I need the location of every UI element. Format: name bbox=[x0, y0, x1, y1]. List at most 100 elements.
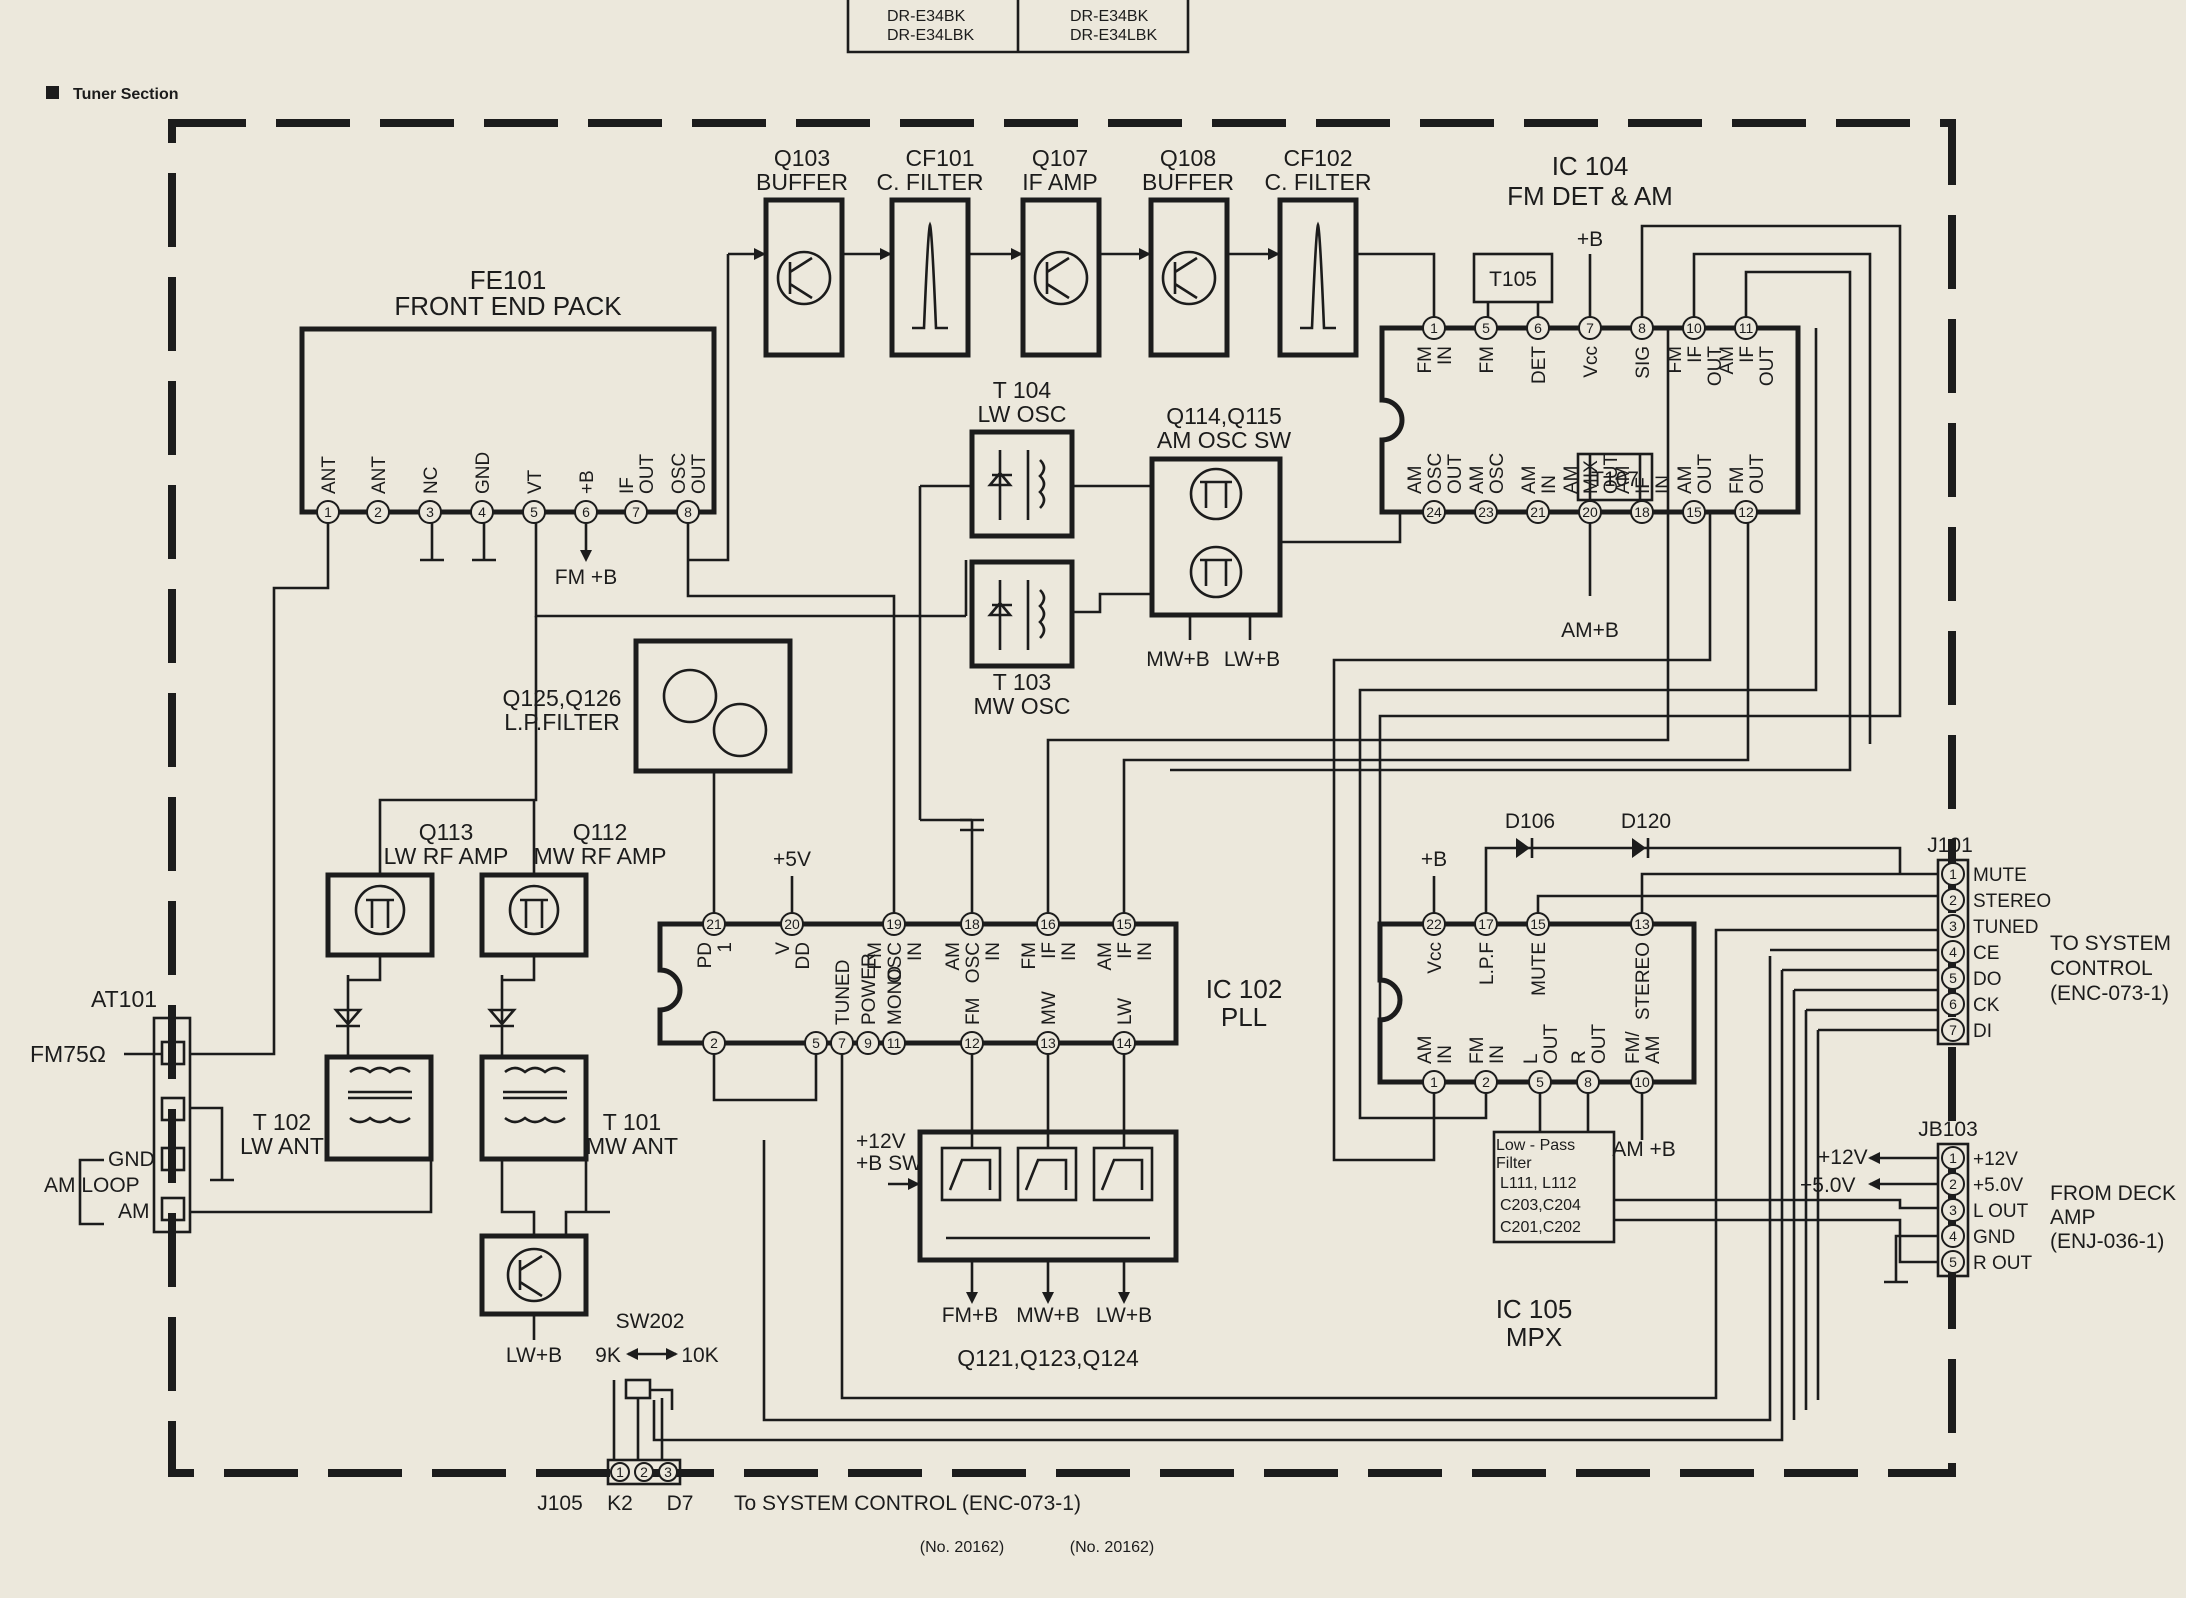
ic102-top-pin-label-16: IF bbox=[1039, 942, 1060, 959]
ic102-bot-pin-label-14: LW bbox=[1115, 998, 1136, 1025]
q103-buffer: Q103 BUFFER bbox=[756, 145, 848, 358]
fe101-pin-5 bbox=[522, 500, 546, 524]
svg-text:Q114,Q115: Q114,Q115 bbox=[1166, 403, 1282, 429]
jb103-pin-2 bbox=[1941, 1172, 1965, 1196]
svg-text:LW+B: LW+B bbox=[506, 1344, 562, 1367]
ic102-top-pin-20 bbox=[780, 912, 804, 936]
ic104-top-pin-label-10: FM bbox=[1665, 346, 1686, 373]
svg-text:+5.0V: +5.0V bbox=[1800, 1174, 1855, 1197]
ic102-bot-pin-5 bbox=[804, 1031, 828, 1055]
svg-text:FM75Ω: FM75Ω bbox=[30, 1041, 106, 1067]
ic104-top-pin-label-6: DET bbox=[1529, 346, 1550, 384]
ic102-top-pin-19 bbox=[882, 912, 906, 936]
svg-text:LW ANT: LW ANT bbox=[240, 1133, 324, 1159]
svg-text:LW RF AMP: LW RF AMP bbox=[384, 843, 509, 869]
ic104-top-pin-label-11: OUT bbox=[1757, 346, 1778, 387]
ic104-top-pin-label-1: IN bbox=[1435, 346, 1456, 365]
ic104-bot-pin-label-23: OSC bbox=[1487, 453, 1508, 494]
svg-text:1: 1 bbox=[616, 1464, 624, 1480]
t104-lw-osc: T 104 LW OSC bbox=[969, 377, 1075, 539]
jb103-pin-num-4: 4 bbox=[1949, 1228, 1957, 1244]
ic104-top-pin-label-11: AM bbox=[1717, 346, 1738, 375]
j101-pin-num-5: 5 bbox=[1949, 970, 1957, 986]
svg-text:9K: 9K bbox=[595, 1344, 621, 1367]
fe101-pin-3 bbox=[418, 500, 442, 524]
ic102-bot-pin-label-11: MONO bbox=[885, 966, 906, 1025]
ic104-bot-pin-label-18: IF bbox=[1633, 477, 1654, 494]
fe101-pin-label-5: VT bbox=[525, 469, 546, 494]
svg-text:LW OSC: LW OSC bbox=[977, 401, 1066, 427]
ic104-bot-pin-20 bbox=[1578, 500, 1602, 524]
ic104-top-pin-num-8: 8 bbox=[1638, 320, 1646, 336]
fe101-pin-label-1: ANT bbox=[319, 456, 340, 494]
fe101-pin-2 bbox=[366, 500, 390, 524]
ic102-top-pin-num-19: 19 bbox=[886, 916, 902, 932]
fe101-pin-4 bbox=[470, 500, 494, 524]
ic105-top-pin-15 bbox=[1526, 912, 1550, 936]
svg-text:L111, L112: L111, L112 bbox=[1500, 1175, 1577, 1192]
ic105-top-pin-num-22: 22 bbox=[1426, 916, 1442, 932]
ic104-top-pin-8 bbox=[1630, 316, 1654, 340]
t107-box bbox=[1576, 452, 1654, 502]
fe101-pin-num-8: 8 bbox=[684, 504, 692, 520]
svg-text:C. FILTER: C. FILTER bbox=[877, 169, 984, 195]
q112-mw-rf-amp: Q112 MW RF AMP bbox=[479, 819, 666, 958]
fe101-pin-label-6: +B bbox=[577, 470, 598, 494]
j101-pin-4 bbox=[1941, 940, 1965, 964]
ic104-bot-pin-label-21: AM bbox=[1519, 466, 1540, 495]
svg-text:T105: T105 bbox=[1489, 268, 1537, 291]
ic104-top-pin-5 bbox=[1474, 316, 1498, 340]
fe101-pin-num-3: 3 bbox=[426, 504, 434, 520]
ic102-bot-pin-num-12: 12 bbox=[964, 1035, 980, 1051]
ic105-bot-pin-label-5: OUT bbox=[1541, 1024, 1562, 1065]
ic102-top-pin-18 bbox=[960, 912, 984, 936]
ic102-top-pin-15 bbox=[1112, 912, 1136, 936]
jb103-pin-label-2: +5.0V bbox=[1973, 1175, 2024, 1196]
ic104-top-pin-label-7: Vcc bbox=[1581, 346, 1602, 378]
svg-text:T 103: T 103 bbox=[993, 669, 1051, 695]
svg-text:10K: 10K bbox=[681, 1344, 718, 1367]
ic102-top-pin-label-15: IF bbox=[1115, 942, 1136, 959]
j101-connector: J101 TO SYSTEM CONTROL (ENC-073-1) bbox=[1927, 834, 2171, 1046]
ic102-top-pin-16 bbox=[1036, 912, 1060, 936]
svg-text:+B SW: +B SW bbox=[856, 1152, 922, 1175]
ic105-bot-pin-num-10: 10 bbox=[1634, 1074, 1650, 1090]
svg-text:Q121,Q123,Q124: Q121,Q123,Q124 bbox=[957, 1345, 1139, 1371]
fe101-pin-label-4: GND bbox=[473, 452, 494, 494]
ic104-bot-pin-label-20: MIX bbox=[1581, 460, 1602, 494]
ic102-top-pin-label-21: PD bbox=[695, 942, 716, 968]
ic105-bot-pin-num-2: 2 bbox=[1482, 1074, 1490, 1090]
j101-pin-7 bbox=[1941, 1018, 1965, 1042]
ic102-top-pin-21 bbox=[702, 912, 726, 936]
ic102-top-pin-num-18: 18 bbox=[964, 916, 980, 932]
ic102-top-pin-num-21: 21 bbox=[706, 916, 722, 932]
jb103-pin-1 bbox=[1941, 1146, 1965, 1170]
ic104-bot-pin-num-20: 20 bbox=[1582, 504, 1598, 520]
svg-text:SW202: SW202 bbox=[616, 1310, 685, 1333]
j101-pin-5 bbox=[1941, 966, 1965, 990]
q107-if-amp: Q107 IF AMP bbox=[1020, 145, 1102, 358]
j101-pin-1 bbox=[1941, 862, 1965, 886]
ic104-bot-pin-21 bbox=[1526, 500, 1550, 524]
j101-pin-num-6: 6 bbox=[1949, 996, 1957, 1012]
ic104-bot-pin-24 bbox=[1422, 500, 1446, 524]
ic105-bot-pin-label-5: L bbox=[1521, 1053, 1542, 1064]
ic104-bot-pin-label-20: OUT bbox=[1601, 454, 1622, 495]
ic104-top-pin-label-1: FM bbox=[1415, 346, 1436, 373]
ic102-top-pin-label-16: FM bbox=[1019, 942, 1040, 969]
ic102-top-pin-label-15: IN bbox=[1135, 942, 1156, 961]
ic104-bot-pin-12 bbox=[1734, 500, 1758, 524]
fe101-pin-label-2: ANT bbox=[369, 456, 390, 494]
ic105-top-pin-label-17: L.P.F bbox=[1477, 942, 1498, 985]
svg-text:PLL: PLL bbox=[1221, 1002, 1267, 1032]
ic102-top-pin-label-19: IN bbox=[905, 942, 926, 961]
ic104-bot-pin-label-15: AM bbox=[1675, 466, 1696, 495]
ic104-top-pin-label-10: OUT bbox=[1705, 346, 1726, 387]
ic102-bot-pin-7 bbox=[830, 1031, 854, 1055]
ic105-mpx: IC 105 MPX +B D106 D120 Low - Pass Filte… bbox=[1377, 810, 1702, 1352]
svg-text:LW+B: LW+B bbox=[1224, 648, 1280, 671]
svg-text:Q113: Q113 bbox=[419, 819, 474, 845]
model-left-2: DR-E34LBK bbox=[887, 27, 974, 44]
jb103-pin-3 bbox=[1941, 1198, 1965, 1222]
